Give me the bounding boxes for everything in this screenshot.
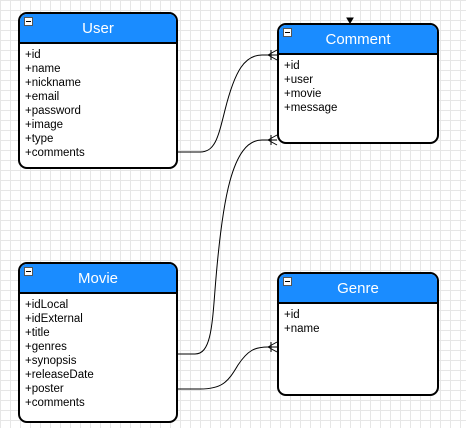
attribute: +releaseDate	[25, 369, 94, 381]
entity-header: User	[20, 14, 176, 44]
connector-movie-genre	[178, 346, 277, 390]
attribute-list: +id +name	[279, 304, 437, 336]
attribute: +comments	[25, 147, 85, 159]
attribute: +genres	[25, 341, 67, 353]
collapse-icon[interactable]	[283, 28, 292, 37]
attribute: +nickname	[25, 77, 81, 89]
crows-foot-icon	[267, 134, 278, 146]
entity-movie[interactable]: Movie +idLocal +idExternal +title +genre…	[18, 262, 178, 423]
entity-genre[interactable]: Genre +id +name	[277, 272, 439, 396]
collapse-icon[interactable]	[24, 17, 33, 26]
attribute: +idExternal	[25, 313, 83, 325]
collapse-icon[interactable]	[283, 277, 292, 286]
attribute-list: +id +name +nickname +email +password +im…	[20, 44, 176, 160]
attribute: +name	[25, 63, 61, 75]
attribute: +image	[25, 119, 64, 131]
entity-header: Movie	[20, 264, 176, 294]
entity-header: Comment	[279, 25, 437, 55]
connector-movie-comment	[178, 139, 277, 355]
entity-header: Genre	[279, 274, 437, 304]
crows-foot-icon	[267, 341, 278, 353]
attribute: +id	[284, 60, 300, 72]
attribute-list: +id +user +movie +message	[279, 55, 437, 115]
attribute: +idLocal	[25, 299, 69, 311]
connector-user-comment	[178, 54, 277, 153]
attribute: +synopsis	[25, 355, 77, 367]
attribute: +movie	[284, 88, 322, 100]
attribute: +id	[284, 309, 300, 321]
attribute: +type	[25, 133, 54, 145]
entity-title: Genre	[337, 279, 379, 297]
entity-user[interactable]: User +id +name +nickname +email +passwor…	[18, 12, 178, 169]
entity-comment[interactable]: Comment +id +user +movie +message	[277, 23, 439, 144]
attribute: +email	[25, 91, 60, 103]
attribute-list: +idLocal +idExternal +title +genres +syn…	[20, 294, 176, 410]
entity-title: User	[82, 19, 114, 37]
attribute: +title	[25, 327, 50, 339]
arrow-marker-icon	[346, 17, 354, 24]
attribute: +password	[25, 105, 81, 117]
entity-title: Movie	[77, 269, 118, 287]
attribute: +poster	[25, 383, 64, 395]
attribute: +user	[284, 74, 314, 86]
attribute: +comments	[25, 397, 85, 409]
attribute: +id	[25, 49, 41, 61]
entity-title: Comment	[325, 30, 391, 48]
collapse-icon[interactable]	[24, 267, 33, 276]
attribute: +message	[284, 102, 338, 114]
attribute: +name	[284, 323, 320, 335]
crows-foot-icon	[267, 49, 278, 61]
